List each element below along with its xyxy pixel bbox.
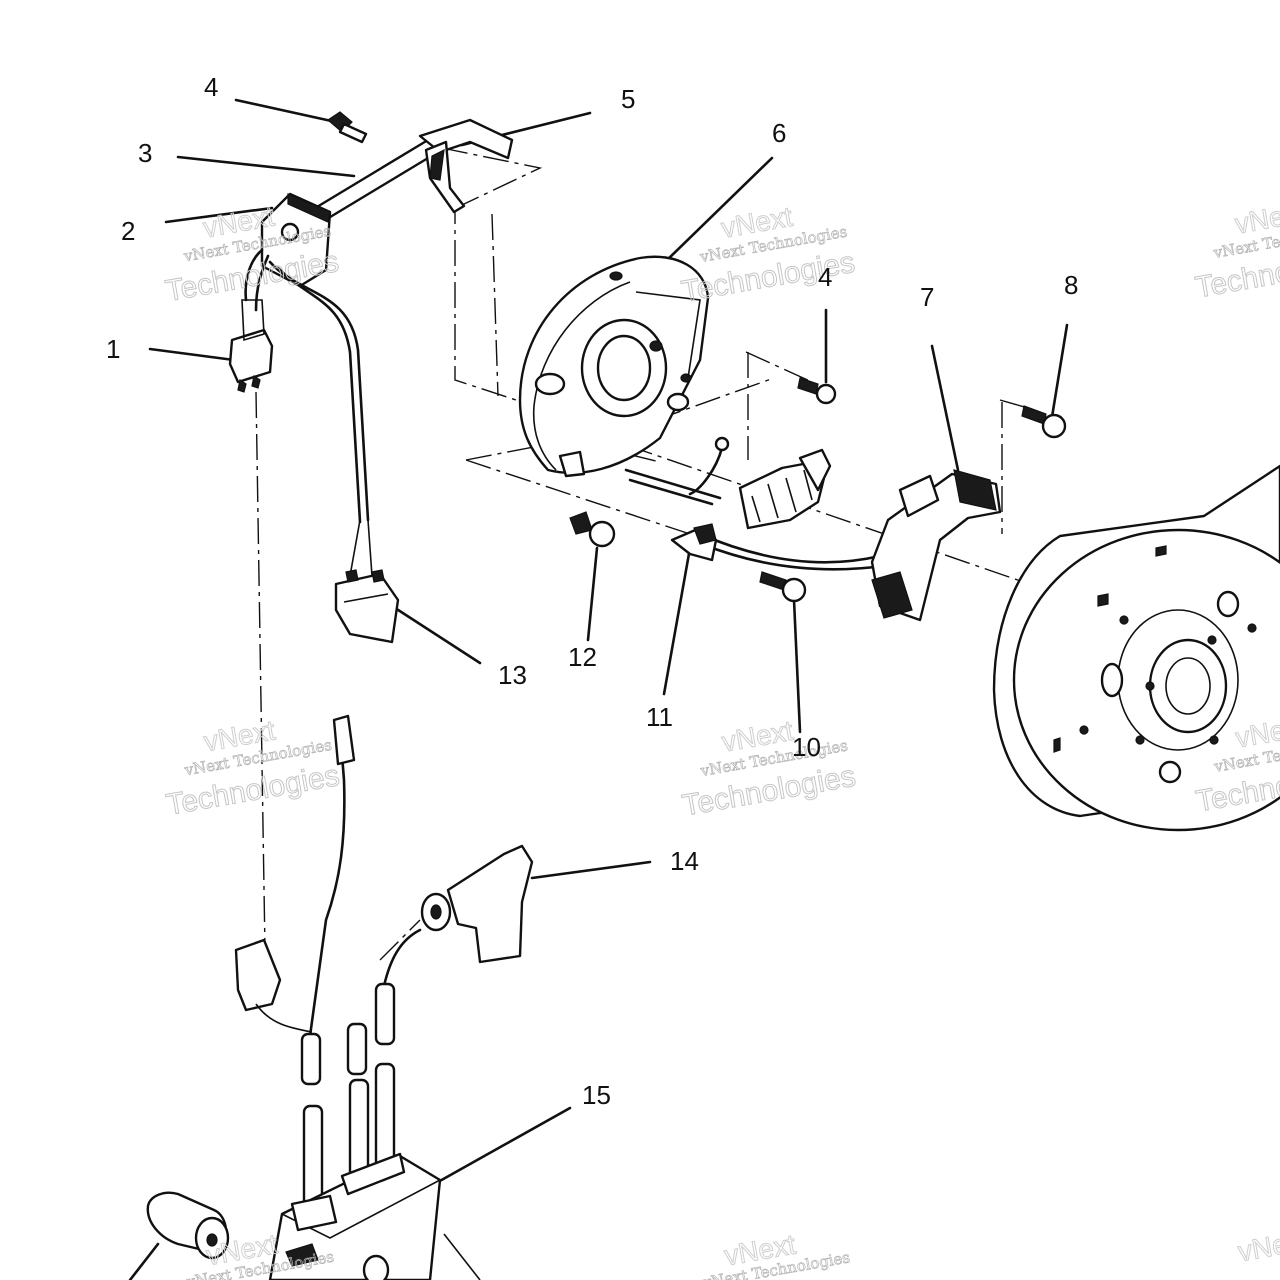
watermark-5: vNext vNext Technologies Technologies (679, 714, 858, 823)
callout-12: 12 (568, 642, 597, 672)
watermark-8: vNext vNext Technologies (700, 1228, 852, 1280)
callout-1: 1 (106, 334, 120, 364)
mounting-plate (260, 192, 332, 288)
watermark-4: vNext vNext Technologies Technologies (163, 714, 342, 822)
wiring-harness (228, 248, 400, 644)
screw-12 (569, 511, 616, 548)
bolt-top (327, 111, 368, 144)
watermark-3: vNext vNext Technologies Technologies (1192, 196, 1280, 305)
callout-3: 3 (138, 138, 152, 168)
ignition-wires (234, 714, 396, 1208)
stator-wires (624, 436, 886, 571)
watermark-9: vNext (1235, 1224, 1280, 1268)
callout-5: 5 (621, 84, 635, 114)
callout-2: 2 (121, 216, 135, 246)
callout-numbers: 1 2 3 4 5 6 4 7 8 10 11 12 13 14 15 (106, 72, 1078, 1110)
callout-11: 11 (646, 702, 673, 732)
screw-10 (759, 571, 807, 603)
callout-15: 15 (582, 1080, 611, 1110)
callout-14: 14 (670, 846, 699, 876)
wire-clamp (670, 523, 718, 562)
cdi-box (146, 1152, 481, 1280)
callout-10: 10 (792, 732, 821, 762)
callout-13: 13 (498, 660, 527, 690)
callout-6: 6 (772, 118, 786, 148)
callout-4-top: 4 (204, 72, 218, 102)
svg-text:vNext: vNext (1236, 1224, 1280, 1267)
flywheel (992, 464, 1280, 832)
pickup-coil (870, 469, 1002, 622)
leader-lines (128, 98, 1272, 1280)
stator-plate (518, 255, 710, 478)
screw-4-mid (797, 377, 837, 405)
callout-8: 8 (1064, 270, 1078, 300)
callout-4-mid: 4 (818, 262, 832, 292)
spark-plug-cap (382, 844, 534, 988)
callout-7: 7 (920, 282, 934, 312)
screw-8 (1021, 405, 1067, 439)
